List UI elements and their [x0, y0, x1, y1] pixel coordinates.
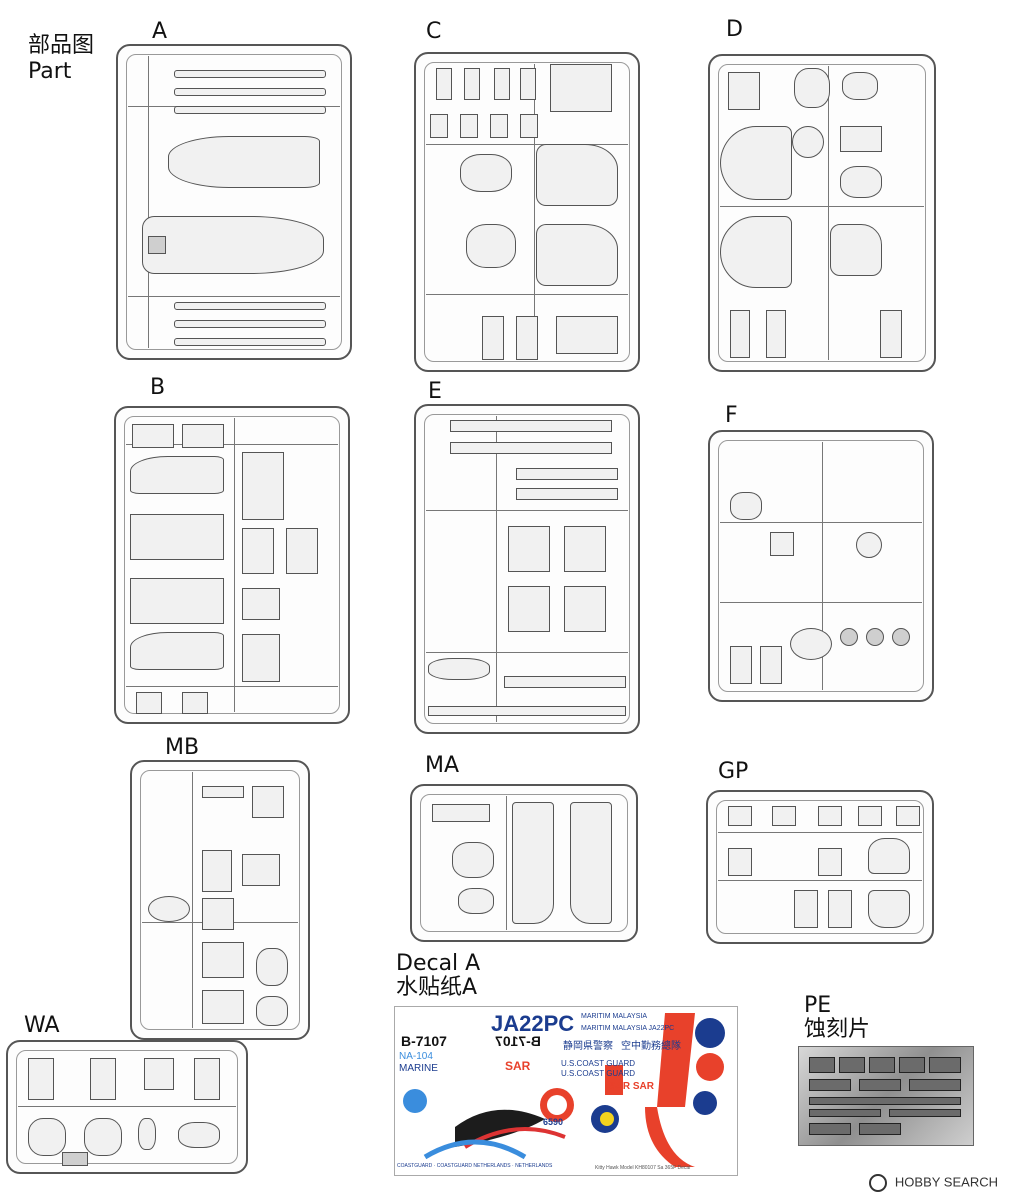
sprue-ma — [410, 784, 638, 942]
decal-reg-2-mirror: B-7107 — [495, 1033, 541, 1049]
sprue-label-wa: WA — [24, 1013, 60, 1038]
sprue-label-ma: MA — [425, 753, 460, 778]
sprue-b — [114, 406, 350, 724]
sprue-label-e: E — [428, 379, 442, 404]
decal-credit: Kitty Hawk Model KH80107 Sa 365F Decal — [595, 1165, 691, 1171]
decal-reg-1: JA22PC — [491, 1011, 575, 1036]
sprue-c — [414, 52, 640, 372]
pe-label-en: PE — [804, 993, 832, 1018]
decal-number: 6590 — [543, 1117, 564, 1127]
decal-sheet: JA22PC MARITIM MALAYSIA MARITIM MALAYSIA… — [394, 1006, 738, 1176]
decal-cn-2: 空中勤務總隊 — [621, 1041, 681, 1052]
decal-sar: SAR — [505, 1059, 531, 1073]
sprue-label-mb: MB — [165, 735, 200, 760]
sprue-mb — [130, 760, 310, 1040]
sprue-d — [708, 54, 936, 372]
sprue-label-f: F — [725, 403, 738, 428]
sprue-label-d: D — [726, 17, 743, 42]
decal-na104: NA-104 — [399, 1051, 433, 1062]
pe-label-cn: 蚀刻片 — [804, 1017, 871, 1042]
decal-label-en: Decal A — [396, 951, 481, 976]
decal-bottom-text: COASTGUARD · COASTGUARD NETHERLANDS · NE… — [397, 1163, 553, 1169]
watermark: HOBBY SEARCH — [869, 1174, 998, 1192]
watermark-text: HOBBY SEARCH — [894, 1174, 998, 1190]
decal-maritim-1: MARITIM MALAYSIA — [581, 1013, 647, 1020]
decal-reg-2: B-7107 — [401, 1033, 447, 1049]
sprue-label-c: C — [426, 19, 442, 44]
sprue-label-a: A — [152, 19, 168, 44]
sprue-gp — [706, 790, 934, 944]
pe-fret — [798, 1046, 974, 1146]
decal-cn-1: 静岡県警察 — [563, 1041, 613, 1052]
decal-sar-2: SAR SAR — [609, 1081, 655, 1092]
sprue-f — [708, 430, 934, 702]
decal-uscg-1: U.S.COAST GUARD — [561, 1059, 636, 1068]
decal-maritim-2: MARITIM MALAYSIA JA22PC — [581, 1025, 675, 1032]
decal-marine: MARINE — [399, 1063, 438, 1074]
decal-graphics — [403, 1013, 725, 1167]
sprue-a — [116, 44, 352, 360]
page-title-en: Part — [28, 59, 72, 84]
page-title-cn: 部品图 — [28, 33, 95, 58]
sprue-label-gp: GP — [718, 759, 749, 784]
hobby-search-logo-icon — [869, 1174, 888, 1192]
sprue-e — [414, 404, 640, 734]
decal-uscg-2: U.S.COAST GUARD — [561, 1069, 636, 1078]
sprue-label-b: B — [150, 375, 166, 400]
sprue-wa — [6, 1040, 248, 1174]
decal-label-cn: 水贴纸A — [396, 975, 478, 1000]
